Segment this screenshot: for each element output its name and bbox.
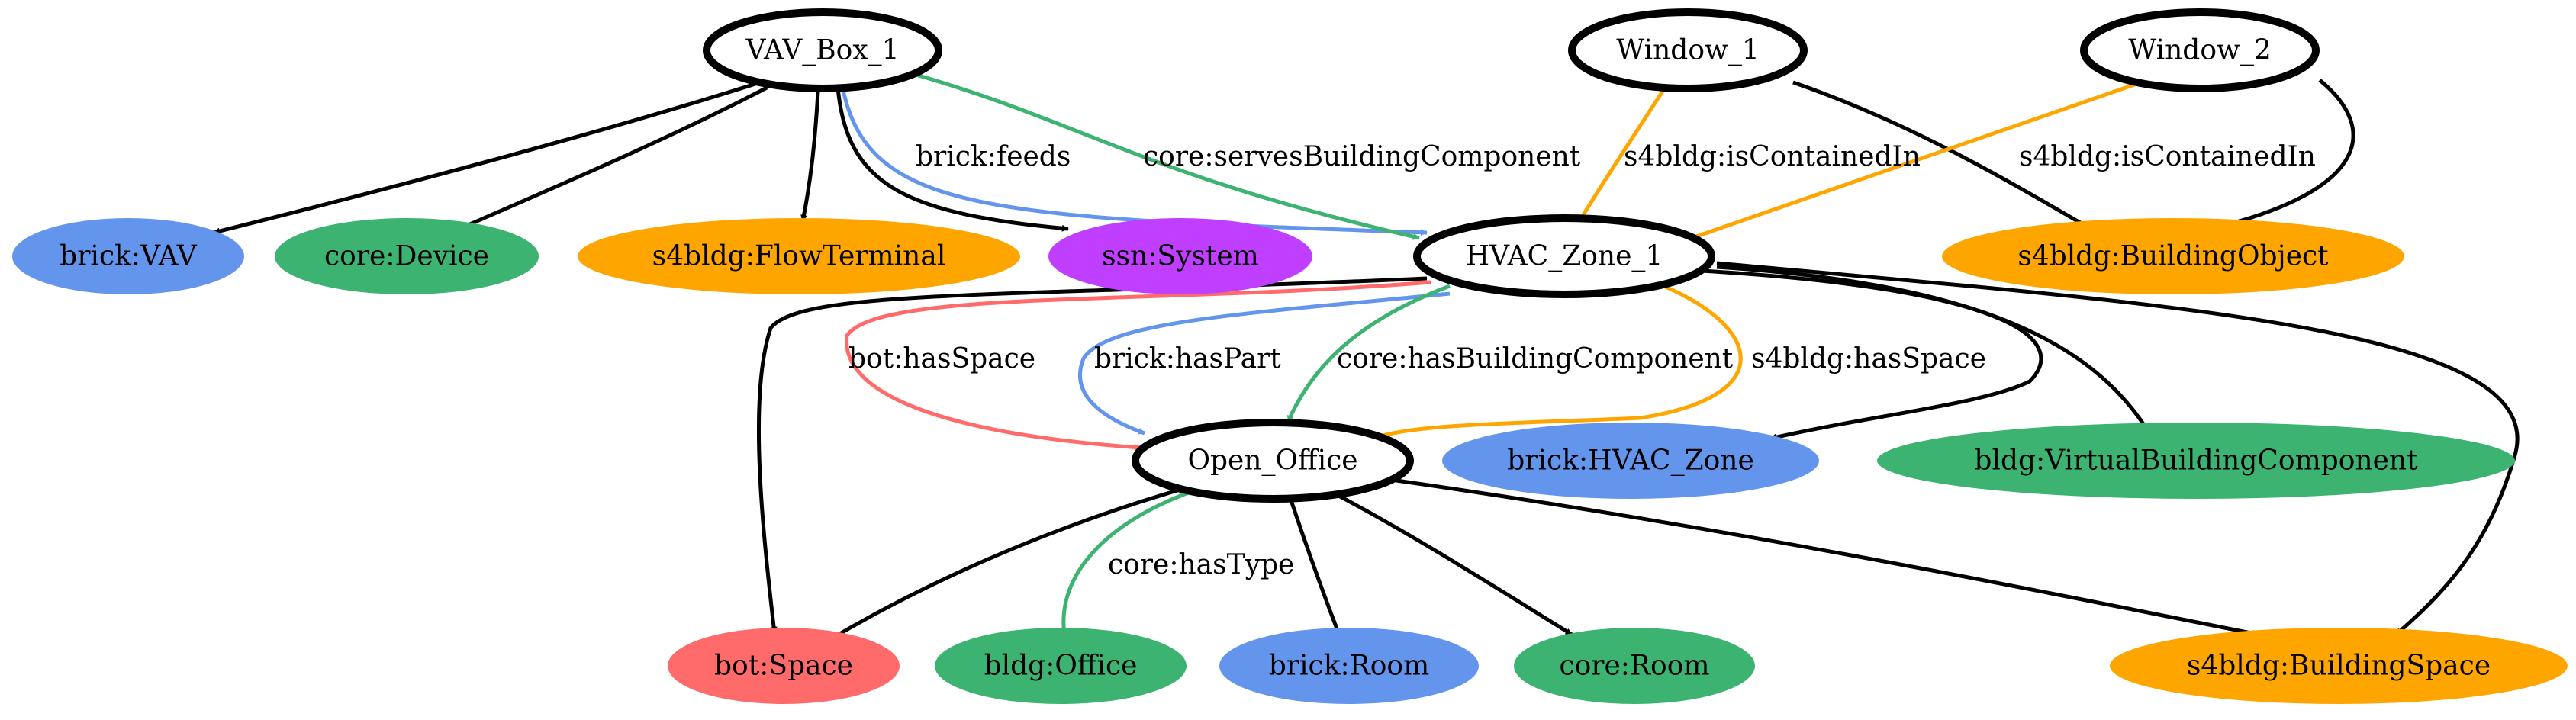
edge-hvac-to-office-brick-haspart [1077, 291, 1451, 436]
edge-vav-to-core-device [459, 85, 768, 231]
node-brick-vav[interactable]: brick:VAV [12, 218, 244, 294]
edge-label-core-hastype: core:hasType [1108, 549, 1294, 580]
edge-hvac-to-bldg-virtualbuildingcomponent [1716, 265, 2150, 432]
node-label-bldg-virtualbuildingcomponent: bldg:VirtualBuildingComponent [1974, 445, 2418, 477]
edge-window1-to-buildingobject [1792, 80, 2092, 231]
node-s4bldg-buildingobject[interactable]: s4bldg:BuildingObject [1942, 218, 2404, 294]
nodes: VAV_Box_1 Window_1 Window_2 HVAC_Zone_1 … [12, 8, 2568, 704]
edge-vav-to-ssn-system [836, 87, 1069, 232]
edge-label-brick-haspart: brick:hasPart [1094, 343, 1281, 374]
edge-window2-to-buildingobject [2216, 79, 2355, 230]
node-label-core-room: core:Room [1559, 651, 1709, 682]
node-open-office[interactable]: Open_Office [1132, 419, 1414, 503]
edge-vav-to-brick-vav [213, 82, 756, 235]
node-label-bldg-office: bldg:Office [984, 651, 1138, 682]
edge-office-to-core-room [1330, 490, 1573, 637]
node-label-window-2: Window_2 [2128, 35, 2272, 66]
node-label-brick-vav: brick:VAV [60, 241, 198, 272]
edge-hvac-to-office-bot-hasspace [845, 280, 1431, 451]
node-label-s4bldg-flowterminal: s4bldg:FlowTerminal [652, 241, 946, 272]
node-window-2[interactable]: Window_2 [2080, 8, 2320, 92]
node-label-hvac-zone-1: HVAC_Zone_1 [1466, 241, 1663, 272]
node-label-brick-hvac-zone: brick:HVAC_Zone [1507, 445, 1754, 477]
node-label-s4bldg-buildingspace: s4bldg:BuildingSpace [2187, 651, 2491, 682]
edge-vav-to-s4bldg-flowterminal [800, 91, 820, 222]
node-label-window-1: Window_1 [1616, 35, 1760, 66]
edge-office-to-bldg-office-core-hastype [1060, 490, 1191, 635]
node-bldg-virtualbuildingcomponent[interactable]: bldg:VirtualBuildingComponent [1877, 423, 2515, 499]
node-bot-space[interactable]: bot:Space [668, 628, 900, 704]
edge-label-s4bldg-iscontainedin-2: s4bldg:isContainedIn [2019, 141, 2316, 172]
node-label-s4bldg-buildingobject: s4bldg:BuildingObject [2017, 241, 2329, 272]
edge-label-s4bldg-hasspace: s4bldg:hasSpace [1751, 343, 1986, 374]
edge-hvac-to-office-core-hasbuildingcomponent [1286, 284, 1451, 423]
node-label-brick-room: brick:Room [1269, 651, 1429, 682]
node-s4bldg-buildingspace[interactable]: s4bldg:BuildingSpace [2110, 628, 2568, 704]
edge-label-core-servesbuildingcomponent: core:servesBuildingComponent [1143, 141, 1581, 172]
node-vav-box-1[interactable]: VAV_Box_1 [703, 8, 942, 92]
edge-window2-to-hvac-iscontainedin [1678, 82, 2137, 245]
edge-hvac-to-office-s4bldg-hasspace [1373, 284, 1743, 441]
edge-vav-to-hvac-core-serves [907, 70, 1420, 240]
edge-labels: brick:feeds core:servesBuildingComponent… [848, 141, 2316, 580]
node-ssn-system[interactable]: ssn:System [1048, 218, 1312, 294]
node-core-device[interactable]: core:Device [275, 218, 539, 294]
node-label-bot-space: bot:Space [714, 651, 853, 682]
node-core-room[interactable]: core:Room [1514, 628, 1755, 704]
node-label-ssn-system: ssn:System [1102, 241, 1259, 272]
edge-office-to-s4bldg-buildingspace [1396, 478, 2259, 637]
node-brick-room[interactable]: brick:Room [1219, 628, 1479, 704]
node-window-1[interactable]: Window_1 [1568, 8, 1808, 92]
edge-label-brick-feeds: brick:feeds [916, 141, 1071, 172]
node-label-open-office: Open_Office [1187, 445, 1357, 477]
node-s4bldg-flowterminal[interactable]: s4bldg:FlowTerminal [578, 218, 1020, 294]
edge-label-core-hasbuildingcomponent: core:hasBuildingComponent [1337, 343, 1734, 374]
edge-office-to-brick-room [1287, 495, 1341, 635]
edge-window1-to-hvac-iscontainedin [1577, 88, 1666, 223]
node-brick-hvac-zone[interactable]: brick:HVAC_Zone [1442, 423, 1819, 499]
node-label-vav-box-1: VAV_Box_1 [745, 35, 899, 66]
node-hvac-zone-1[interactable]: HVAC_Zone_1 [1413, 214, 1715, 298]
node-bldg-office[interactable]: bldg:Office [935, 628, 1187, 704]
edge-label-s4bldg-iscontainedin-1: s4bldg:isContainedIn [1624, 141, 1921, 172]
node-label-core-device: core:Device [324, 241, 489, 272]
edge-office-to-bot-space [826, 484, 1191, 643]
edge-label-bot-hasspace: bot:hasSpace [848, 343, 1035, 374]
edge-hvac-to-s4bldg-buildingspace [1716, 261, 2520, 636]
